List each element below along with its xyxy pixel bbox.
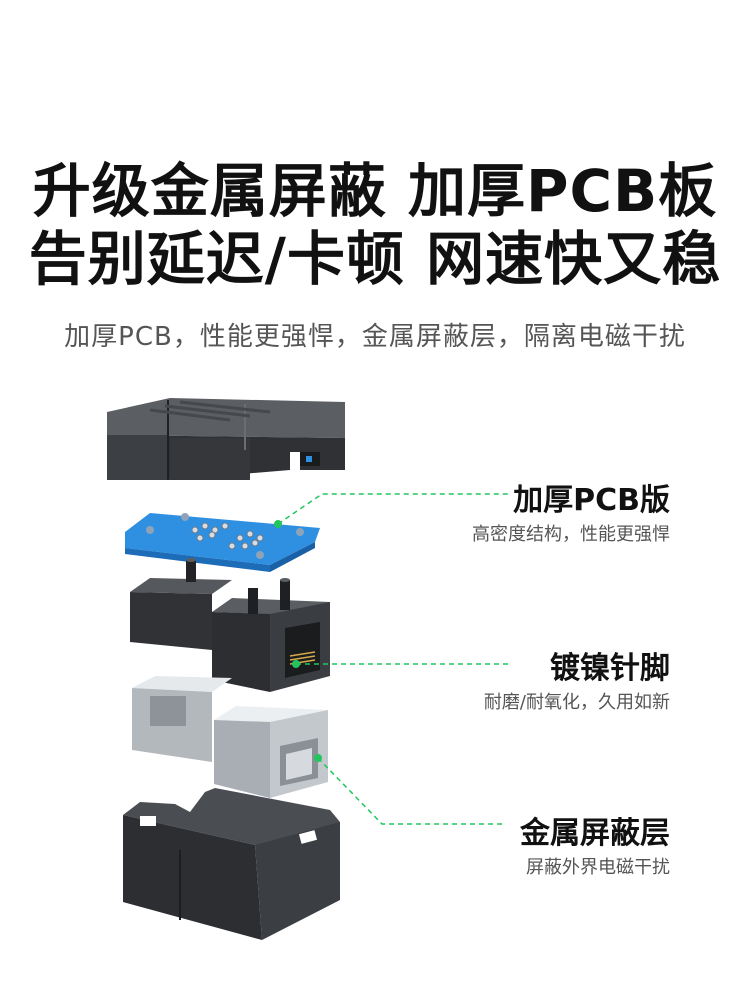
bottom-housing — [123, 788, 340, 940]
pcb-board — [125, 513, 320, 572]
feature-pins-desc: 耐磨/耐氧化，久用如新 — [483, 692, 670, 713]
headline-line-2: 告别延迟/卡顿 网速快又稳 — [28, 225, 722, 293]
feature-pcb-title: 加厚PCB版 — [513, 483, 670, 518]
subheadline: 加厚PCB，性能更强悍，金属屏蔽层，隔离电磁干扰 — [64, 322, 686, 352]
callout-dots — [274, 520, 322, 762]
top-housing-cover — [107, 398, 345, 480]
shield-leader-line — [317, 757, 505, 825]
black-jack-left — [130, 558, 232, 650]
exploded-coupler-illustration — [107, 398, 510, 940]
feature-pcb-desc: 高密度结构，性能更强悍 — [472, 524, 670, 545]
feature-shield-desc: 屏蔽外界电磁干扰 — [526, 857, 670, 878]
feature-shield-title: 金属屏蔽层 — [520, 816, 670, 851]
black-jack-right — [212, 578, 330, 692]
feature-pins-title: 镀镍针脚 — [550, 651, 670, 686]
metal-shield-right — [214, 706, 328, 798]
headline-line-1: 升级金属屏蔽 加厚PCB板 — [32, 157, 718, 225]
metal-shield-left — [132, 676, 232, 762]
callout-lines — [277, 493, 510, 825]
